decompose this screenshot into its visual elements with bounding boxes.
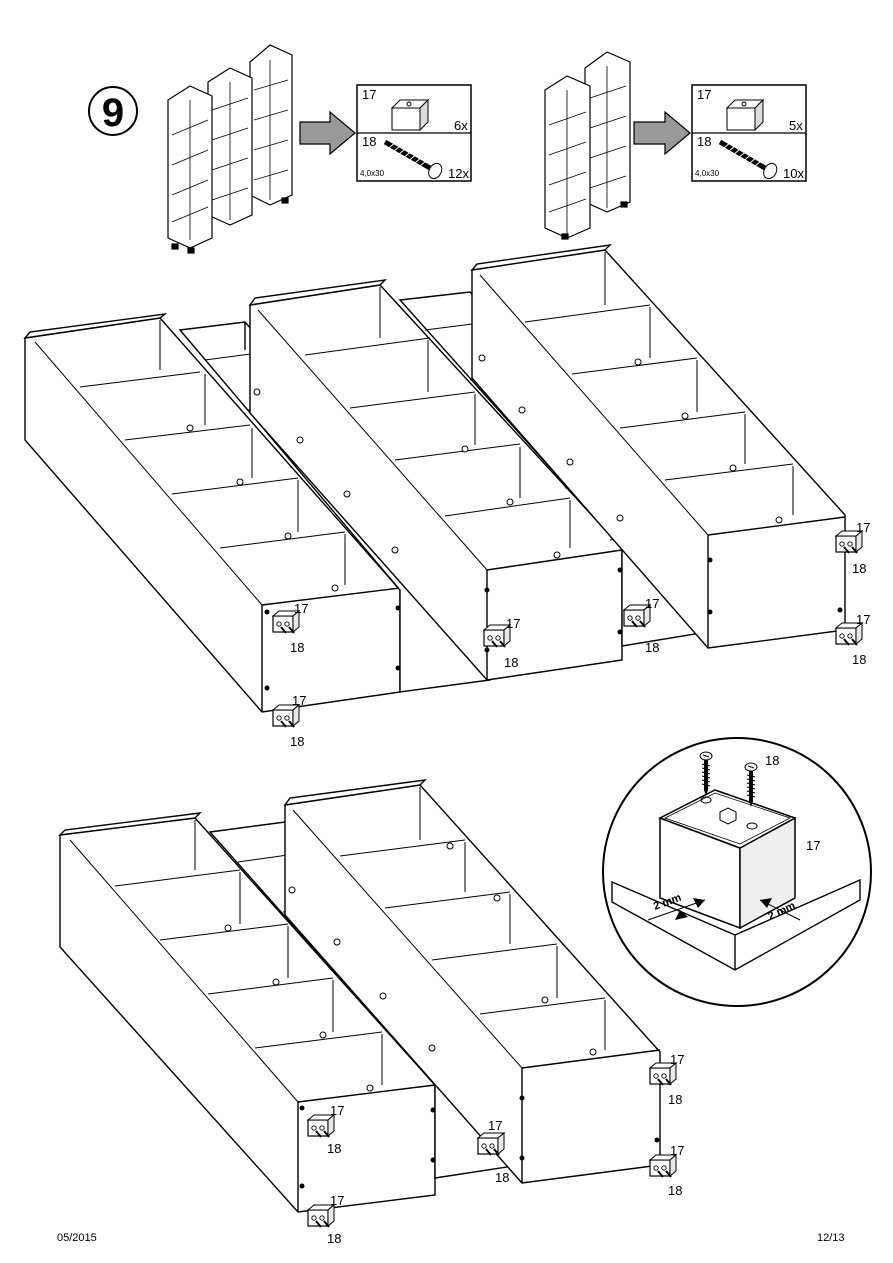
label-18: 18 — [668, 1092, 682, 1107]
label-18: 18 — [852, 652, 866, 667]
step-number-badge: 9 — [88, 86, 138, 136]
arrow-right-2 — [633, 110, 691, 156]
screw-icon — [383, 139, 443, 180]
label-17: 17 — [645, 596, 659, 611]
footer-date: 05/2015 — [57, 1232, 97, 1244]
part-17-qty: 6x — [454, 118, 468, 133]
bracket-icon-2 — [725, 98, 765, 132]
label-18: 18 — [290, 734, 304, 749]
two-units-assembly — [58, 779, 661, 1213]
label-17: 17 — [856, 612, 870, 627]
label-17: 17 — [330, 1103, 344, 1118]
label-17: 17 — [506, 616, 520, 631]
holes-bottom — [224, 842, 597, 1092]
label-18: 18 — [290, 640, 304, 655]
label-18: 18 — [495, 1170, 509, 1185]
part-18-size: 4,0x30 — [360, 169, 385, 178]
part-18-id-2: 18 — [697, 134, 711, 149]
detail-bracket-label: 17 — [806, 838, 820, 853]
label-17: 17 — [330, 1193, 344, 1208]
label-17: 17 — [670, 1143, 684, 1158]
parts-box-1: 17 6x 18 4,0x30 12x — [356, 84, 472, 182]
label-17: 17 — [294, 601, 308, 616]
label-18: 18 — [327, 1141, 341, 1156]
three-units-assembly — [23, 244, 846, 713]
part-17-qty-2: 5x — [789, 118, 803, 133]
fixing-dots-top — [264, 537, 843, 691]
part-17-id-2: 17 — [697, 87, 711, 102]
parts-box-2: 17 5x 18 4,0x30 10x — [691, 84, 807, 182]
bracket-labels-top: 17 18 17 18 17 18 17 18 17 18 17 18 — [290, 520, 870, 749]
label-17: 17 — [488, 1118, 502, 1133]
label-18: 18 — [327, 1231, 341, 1246]
bracket-labels-bottom: 17 18 17 18 17 18 17 18 17 18 — [327, 1052, 684, 1246]
label-18: 18 — [645, 640, 659, 655]
bracket-icon — [390, 98, 430, 132]
step-number: 9 — [102, 91, 124, 135]
arrow-right-1 — [299, 110, 356, 156]
label-18: 18 — [668, 1183, 682, 1198]
label-17: 17 — [292, 693, 306, 708]
thumbnail-three-units — [167, 44, 293, 254]
detail-screw-label: 18 — [765, 753, 779, 768]
holes-top — [186, 354, 783, 592]
part-17-id: 17 — [362, 87, 376, 102]
label-18: 18 — [852, 561, 866, 576]
label-17: 17 — [856, 520, 870, 535]
detail-view: 2 mm 2 mm 18 17 — [602, 737, 872, 1007]
label-18: 18 — [504, 655, 518, 670]
thumbnail-two-units — [544, 51, 631, 240]
part-18-qty-2: 10x — [783, 166, 804, 181]
part-18-size-2: 4,0x30 — [695, 169, 720, 178]
part-18-id: 18 — [362, 134, 376, 149]
screw-icon-2 — [718, 139, 778, 180]
part-18-qty: 12x — [448, 166, 469, 181]
footer-page-number: 12/13 — [817, 1232, 845, 1244]
label-17: 17 — [670, 1052, 684, 1067]
